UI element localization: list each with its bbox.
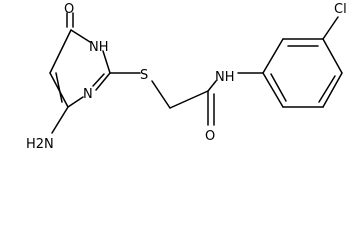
bond-n3-c4 bbox=[67, 96, 84, 108]
atom-amide-nh: NH bbox=[215, 70, 235, 85]
bond-ar-4 bbox=[322, 72, 343, 108]
bond-s-ch2 bbox=[151, 80, 171, 109]
bond-carbonyl-n bbox=[207, 80, 217, 92]
bond-n1-c2 bbox=[102, 50, 111, 74]
bond-ar-inner-3 bbox=[270, 73, 287, 102]
bond-c4-c5-double bbox=[55, 72, 63, 103]
bond-c5-c6 bbox=[49, 29, 72, 74]
bond-ar-6 bbox=[262, 72, 284, 108]
bond-c6-n1 bbox=[70, 29, 91, 43]
bond-ch2-carbonyl bbox=[169, 90, 209, 109]
bond-ar-inner-2 bbox=[318, 75, 336, 103]
bond-c2-n3-double bbox=[92, 73, 105, 87]
bond-c4-nh2 bbox=[51, 106, 69, 134]
bond-ar-1 bbox=[262, 38, 284, 74]
atom-oxygen-amide: O bbox=[205, 129, 215, 144]
bond-c2-n3 bbox=[95, 72, 111, 91]
atom-nh-ring: NH bbox=[89, 40, 109, 55]
atom-chlorine: Cl bbox=[334, 2, 347, 17]
pyrimidinone-ring bbox=[49, 12, 111, 134]
bond-c-cl bbox=[322, 16, 339, 40]
atom-amino: H2N bbox=[26, 137, 54, 152]
amide-group bbox=[207, 72, 264, 126]
chemical-structure-diagram: O NH S N H2N NH O Cl bbox=[26, 2, 347, 152]
atom-oxygen-top: O bbox=[64, 2, 74, 17]
thioether-linker bbox=[109, 72, 209, 109]
structure-svg: O NH S N H2N NH O Cl bbox=[26, 2, 347, 152]
bond-ar-3 bbox=[322, 38, 343, 74]
atom-sulfur: S bbox=[140, 68, 148, 83]
chlorophenyl-ring bbox=[262, 16, 343, 108]
atom-n-ring: N bbox=[83, 87, 93, 102]
